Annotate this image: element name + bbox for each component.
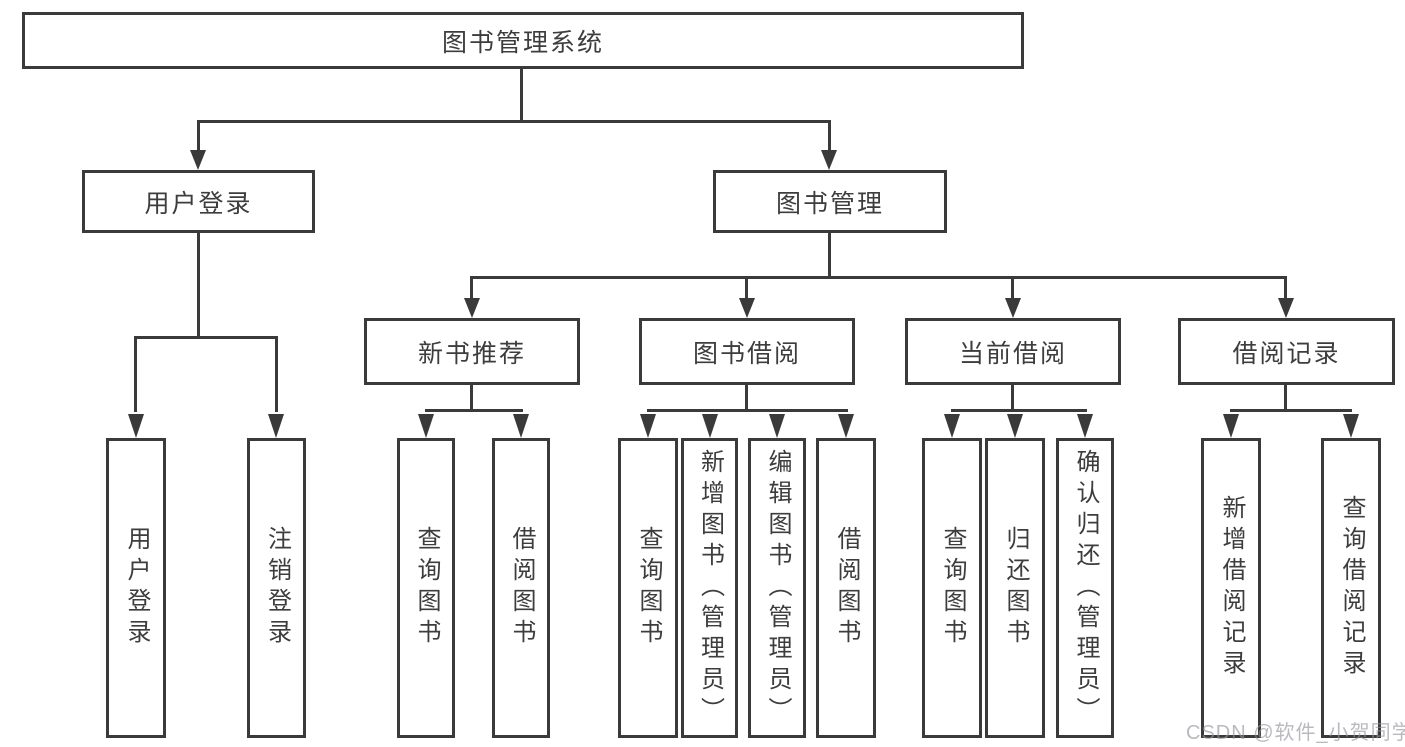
arrow-down-icon [1005, 298, 1021, 318]
connector-new-book-recommend-stem [470, 385, 473, 412]
arrow-down-icon [1278, 298, 1294, 318]
connector-drop-new-book-recommend [470, 276, 473, 300]
connector-user-login-horizontal [135, 336, 277, 339]
leaf-edit-book-admin: 编辑图书（管理员） [748, 438, 806, 738]
node-book-management: 图书管理 [713, 170, 947, 233]
connector-drop-leaf-user-login [134, 336, 137, 412]
arrow-down-icon [418, 414, 434, 438]
connector-root-horizontal [197, 120, 831, 123]
leaf-query-books-recommend: 查询图书 [397, 438, 455, 738]
arrow-down-icon [1343, 414, 1359, 438]
leaf-borrow-books-borrow: 借阅图书 [816, 438, 876, 738]
arrow-down-icon [944, 414, 960, 438]
arrow-down-icon [464, 298, 480, 318]
leaf-add-book-admin: 新增图书（管理员） [681, 438, 738, 738]
leaf-query-books-borrow: 查询图书 [618, 438, 678, 738]
node-book-borrow: 图书借阅 [639, 318, 855, 385]
connector-drop-book-borrow [745, 276, 748, 300]
connector-root-stem [520, 69, 523, 123]
arrow-down-icon [1007, 414, 1023, 438]
connector-level3-horizontal [470, 276, 1287, 279]
leaf-return-books: 归还图书 [985, 438, 1045, 738]
csdn-watermark: CSDN @软件_小贺同学 [1186, 722, 1405, 744]
connector-drop-user-login [197, 120, 200, 152]
arrow-down-icon [640, 414, 656, 438]
leaf-borrow-books-recommend: 借阅图书 [492, 438, 550, 738]
arrow-down-icon [739, 298, 755, 318]
leaf-query-borrow-record: 查询借阅记录 [1321, 438, 1381, 738]
leaf-add-borrow-record: 新增借阅记录 [1201, 438, 1261, 738]
arrow-down-icon [190, 150, 206, 170]
arrow-down-icon [702, 414, 718, 438]
connector-book-borrow-horizontal [647, 409, 848, 412]
node-new-book-recommend: 新书推荐 [364, 318, 580, 385]
connector-drop-current-borrow [1011, 276, 1014, 300]
connector-user-login-stem [197, 233, 200, 339]
connector-drop-leaf-logout [275, 336, 278, 412]
connector-drop-book-management [828, 120, 831, 152]
leaf-logout: 注销登录 [247, 438, 306, 738]
arrow-down-icon [769, 414, 785, 438]
connector-book-borrow-stem [745, 385, 748, 412]
leaf-query-books-current: 查询图书 [922, 438, 982, 738]
leaf-confirm-return-admin: 确认归还（管理员） [1056, 438, 1114, 738]
node-root: 图书管理系统 [22, 12, 1024, 69]
arrow-down-icon [838, 414, 854, 438]
connector-current-borrow-stem [1011, 385, 1014, 412]
connector-borrow-records-stem [1284, 385, 1287, 412]
connector-new-book-recommend-horizontal [425, 409, 523, 412]
node-borrow-records: 借阅记录 [1178, 318, 1395, 385]
connector-drop-borrow-records [1284, 276, 1287, 300]
arrow-down-icon [1077, 414, 1093, 438]
arrow-down-icon [1223, 414, 1239, 438]
leaf-user-login: 用户登录 [106, 438, 166, 738]
node-current-borrow: 当前借阅 [905, 318, 1121, 385]
connector-borrow-records-horizontal [1230, 409, 1352, 412]
arrow-down-icon [268, 414, 284, 438]
connector-current-borrow-horizontal [951, 409, 1087, 412]
arrow-down-icon [821, 150, 837, 170]
node-user-login: 用户登录 [82, 170, 315, 233]
arrow-down-icon [513, 414, 529, 438]
arrow-down-icon [128, 414, 144, 438]
connector-book-management-stem [828, 233, 831, 279]
